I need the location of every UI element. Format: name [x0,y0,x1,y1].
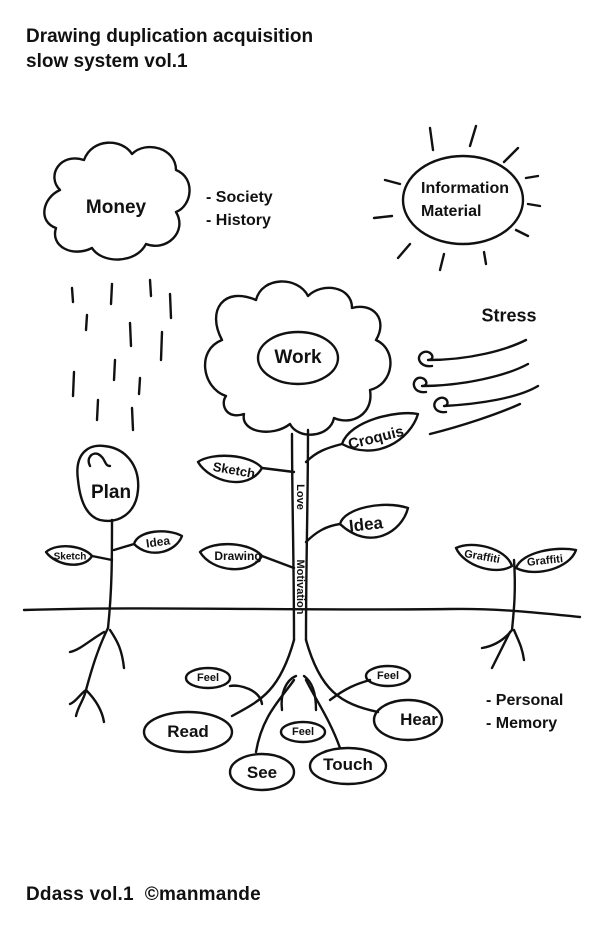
touch-label: Touch [323,755,373,774]
plan-leaf-sketch-label: Sketch [53,551,87,563]
sun-rays [372,124,542,272]
title-line-2: slow system vol.1 [26,51,188,72]
flower-stem [290,428,310,642]
cloud-note-society: - Society [206,189,273,206]
graffiti-roots [480,628,526,670]
leaf-idea [338,503,410,539]
root-note-personal: - Personal [486,692,564,709]
root-notes: - Personal - Memory [486,689,563,735]
bubble-feel-right [364,664,412,688]
bubble-touch [308,746,388,786]
feel-left-label: Feel [196,672,220,684]
plan-leaf-idea [132,530,184,554]
bubble-see [228,752,296,792]
sun-label: Information Material [421,177,509,223]
leaf-drawing [198,542,264,571]
footer-credit: Ddass vol.1 ©manmande [26,884,261,905]
cloud-notes: - Society - History [206,186,273,232]
stem-label-love: Love [294,484,306,510]
wind-label: Stress [481,305,537,326]
plan-roots [68,626,126,724]
plan-leaf-sketch [44,545,94,566]
plan-label: Plan [90,482,132,503]
diagram-title: Drawing duplication acquisition slow sys… [26,24,313,74]
bubble-read [142,710,234,754]
leaf-idea-label: Idea [348,513,384,536]
flower-head-label: Work [274,347,322,368]
ground-line [22,607,582,619]
read-label: Read [167,722,209,741]
leaf-sketch [196,454,264,484]
rain-drops [70,278,173,432]
sun-label-line-2: Material [421,203,482,220]
cloud-label: Money [85,197,147,218]
bubble-hear [372,698,444,742]
leaf-drawing-label: Drawing [214,549,262,563]
title-line-1: Drawing duplication acquisition [26,26,314,47]
flower-petals [204,280,392,436]
main-roots [228,638,380,754]
sun-label-line-1: Information [421,180,509,197]
leaf-croquis [340,412,420,452]
bubble-feel-left [184,666,232,690]
flower-center [256,330,340,386]
bubble-feel-center [279,720,327,744]
sun-circle [401,154,525,246]
plan-bulb [76,444,140,523]
feel-center-label: Feel [291,726,315,738]
stem-label-motivation: Motivation [294,559,306,615]
cloud-note-history: - History [206,212,271,229]
graffiti-leaf-left [454,543,514,572]
feel-right-label: Feel [376,670,400,682]
root-note-memory: - Memory [486,715,558,732]
wind-gusts [412,338,540,436]
money-cloud [43,141,191,261]
hear-label: Hear [400,710,438,729]
graffiti-leaf-right [514,547,578,574]
see-label: See [246,763,278,782]
